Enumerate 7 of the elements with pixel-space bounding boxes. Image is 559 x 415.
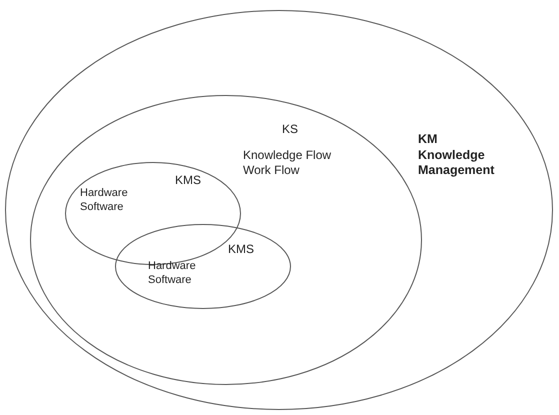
ellipse-title: KMS (175, 173, 202, 188)
ellipse-text: Hardware Software (148, 260, 197, 288)
ellipse-text: Hardware Software (80, 187, 129, 214)
ellipse-text: Knowledge Flow Work Flow (243, 148, 332, 178)
ellipse-title: KMS (228, 242, 256, 257)
ellipse-title: KM Knowledge Management (418, 132, 496, 179)
ellipse-title: KS (282, 122, 300, 137)
